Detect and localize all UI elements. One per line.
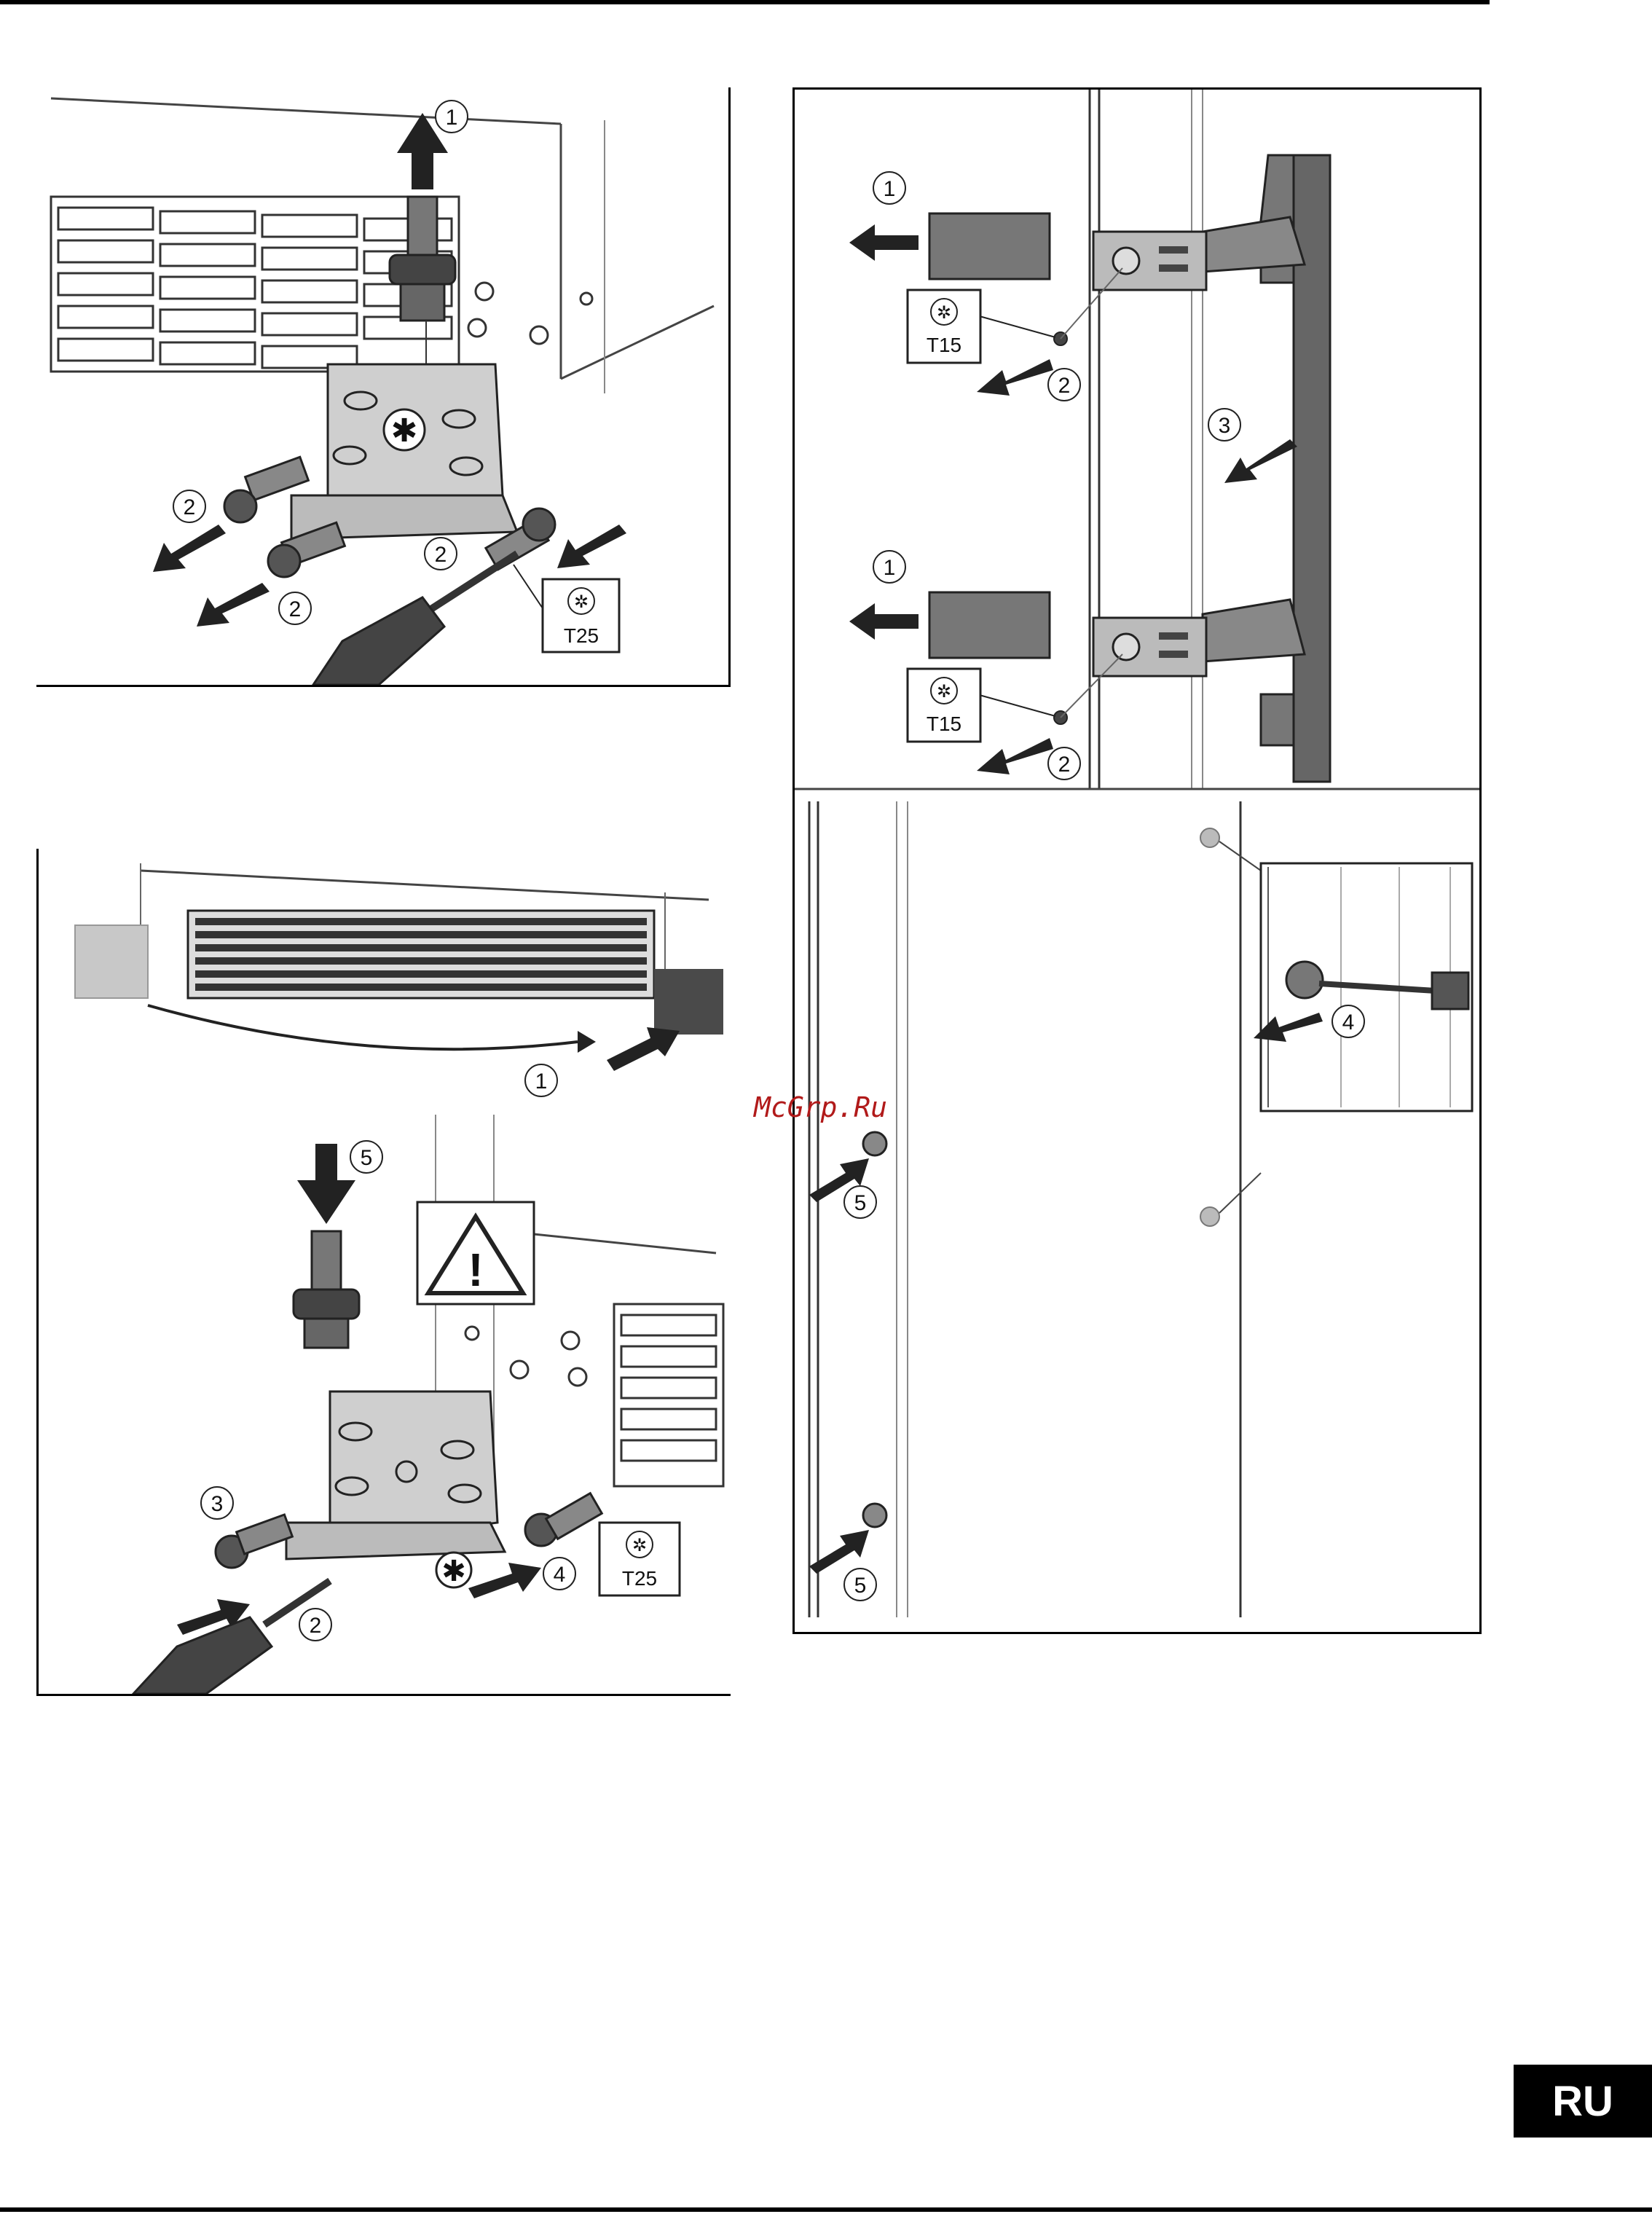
cover-swap-illustration: 1 <box>39 849 731 1115</box>
torx-tool-label-lower: ✲ T15 <box>908 669 1055 742</box>
callout-2: 2 <box>279 592 311 624</box>
svg-text:1: 1 <box>884 556 896 580</box>
vent-grille <box>188 911 654 998</box>
down-arrow-icon <box>297 1144 355 1224</box>
torx-icon: ✲ <box>937 302 951 323</box>
door-handle <box>1203 155 1330 782</box>
svg-text:2: 2 <box>310 1614 322 1638</box>
asterisk-icon: ✱ <box>441 1555 466 1588</box>
cover-cap-source <box>75 925 148 998</box>
svg-text:4: 4 <box>554 1563 566 1587</box>
svg-text:5: 5 <box>854 1191 867 1215</box>
watermark: McGrp.Ru <box>754 1091 887 1123</box>
bracket-cover-lower <box>929 592 1050 658</box>
svg-text:2: 2 <box>184 495 196 519</box>
torx-tool-label: ✲ T25 <box>514 565 619 652</box>
callout-1: 1 <box>525 1064 557 1096</box>
screwdriver <box>313 554 517 685</box>
callout-5: 5 <box>350 1141 382 1173</box>
figure-handle-removal: ✲ T15 ✲ T15 1 2 3 1 2 <box>792 87 1482 796</box>
svg-text:3: 3 <box>1219 414 1231 438</box>
plug-lower <box>1200 1207 1219 1226</box>
svg-text:2: 2 <box>1058 753 1071 777</box>
plug-swap-illustration: 4 5 5 <box>795 794 1479 1632</box>
torx-icon: ✲ <box>632 1535 647 1555</box>
handle-removal-illustration: ✲ T15 ✲ T15 1 2 3 1 2 <box>795 90 1479 796</box>
callout-5: 5 <box>844 1569 876 1601</box>
arrow-out-icon <box>557 525 626 568</box>
arrow-out-icon <box>153 525 226 572</box>
hinge-pin <box>294 1231 359 1348</box>
hinge-bracket: ✱ <box>286 1391 505 1588</box>
arrow-out-icon <box>977 359 1053 396</box>
torx-icon: ✲ <box>574 592 589 612</box>
arrow-out-icon <box>849 224 919 261</box>
figure-plug-swap: 4 5 5 <box>792 794 1482 1634</box>
hinge-bracket: ✱ <box>291 364 517 539</box>
callout-2: 2 <box>1048 369 1080 401</box>
svg-text:1: 1 <box>535 1069 548 1094</box>
svg-text:2: 2 <box>289 597 302 621</box>
bracket-cover-upper <box>929 213 1050 279</box>
top-rule <box>0 0 1490 4</box>
svg-text:2: 2 <box>435 543 447 567</box>
callout-1: 1 <box>873 172 905 204</box>
plug-insert-upper <box>863 1132 886 1155</box>
screw-left <box>216 1515 292 1568</box>
callout-1: 1 <box>436 101 468 133</box>
svg-text:2: 2 <box>1058 374 1071 398</box>
screw-right <box>525 1493 602 1546</box>
callout-2: 2 <box>425 538 457 570</box>
hinge-pin <box>390 197 455 321</box>
arrow-in-icon <box>607 1027 680 1071</box>
arrow-in-icon <box>468 1563 541 1598</box>
callout-1: 1 <box>873 551 905 583</box>
figure-hinge-removal: ✱ 1 2 2 2 ✲ <box>36 87 731 687</box>
arrow-out-icon <box>197 583 270 627</box>
svg-text:5: 5 <box>854 1574 867 1598</box>
cover-cap-target <box>654 969 723 1035</box>
torx-icon: ✲ <box>937 681 951 702</box>
arrow-icon <box>578 1031 596 1053</box>
callout-5: 5 <box>844 1186 876 1218</box>
arrow-out-icon <box>1224 439 1297 483</box>
torx-tool-label-upper: ✲ T15 <box>908 290 1055 363</box>
plug-upper <box>1200 828 1219 847</box>
svg-text:3: 3 <box>211 1492 224 1516</box>
arrow-out-icon <box>849 603 919 640</box>
callout-2: 2 <box>299 1609 331 1641</box>
torx-tool-label: ✲ T25 <box>599 1523 680 1595</box>
vent-grille <box>614 1304 723 1486</box>
figure-hinge-install: ! ✱ 5 3 2 4 <box>36 1115 731 1696</box>
callout-3: 3 <box>1208 409 1240 441</box>
svg-text:5: 5 <box>361 1146 373 1170</box>
svg-text:T25: T25 <box>564 624 599 647</box>
svg-text:T15: T15 <box>927 334 961 356</box>
screwdriver <box>133 1581 330 1694</box>
callout-2: 2 <box>173 490 205 522</box>
inset-detail: 4 <box>1254 863 1472 1111</box>
svg-text:1: 1 <box>884 177 896 201</box>
callout-3: 3 <box>201 1487 233 1519</box>
callout-2: 2 <box>1048 747 1080 780</box>
figure-cover-swap: 1 <box>36 849 731 1117</box>
arrow-out-icon <box>977 738 1053 774</box>
svg-text:4: 4 <box>1342 1010 1355 1035</box>
callout-4: 4 <box>543 1558 575 1590</box>
hinge-removal-illustration: ✱ 1 2 2 2 ✲ <box>36 87 728 685</box>
svg-text:1: 1 <box>446 106 458 130</box>
bottom-rule <box>0 2207 1652 2212</box>
warning-icon: ! <box>468 1244 483 1296</box>
svg-text:T15: T15 <box>927 713 961 735</box>
callout-4: 4 <box>1332 1005 1364 1037</box>
svg-text:T25: T25 <box>622 1567 657 1590</box>
language-badge: RU <box>1514 2065 1652 2138</box>
warning-sign: ! <box>417 1202 534 1304</box>
hinge-install-illustration: ! ✱ 5 3 2 4 <box>39 1115 731 1694</box>
plug-insert-lower <box>863 1504 886 1527</box>
asterisk-icon: ✱ <box>391 412 418 450</box>
